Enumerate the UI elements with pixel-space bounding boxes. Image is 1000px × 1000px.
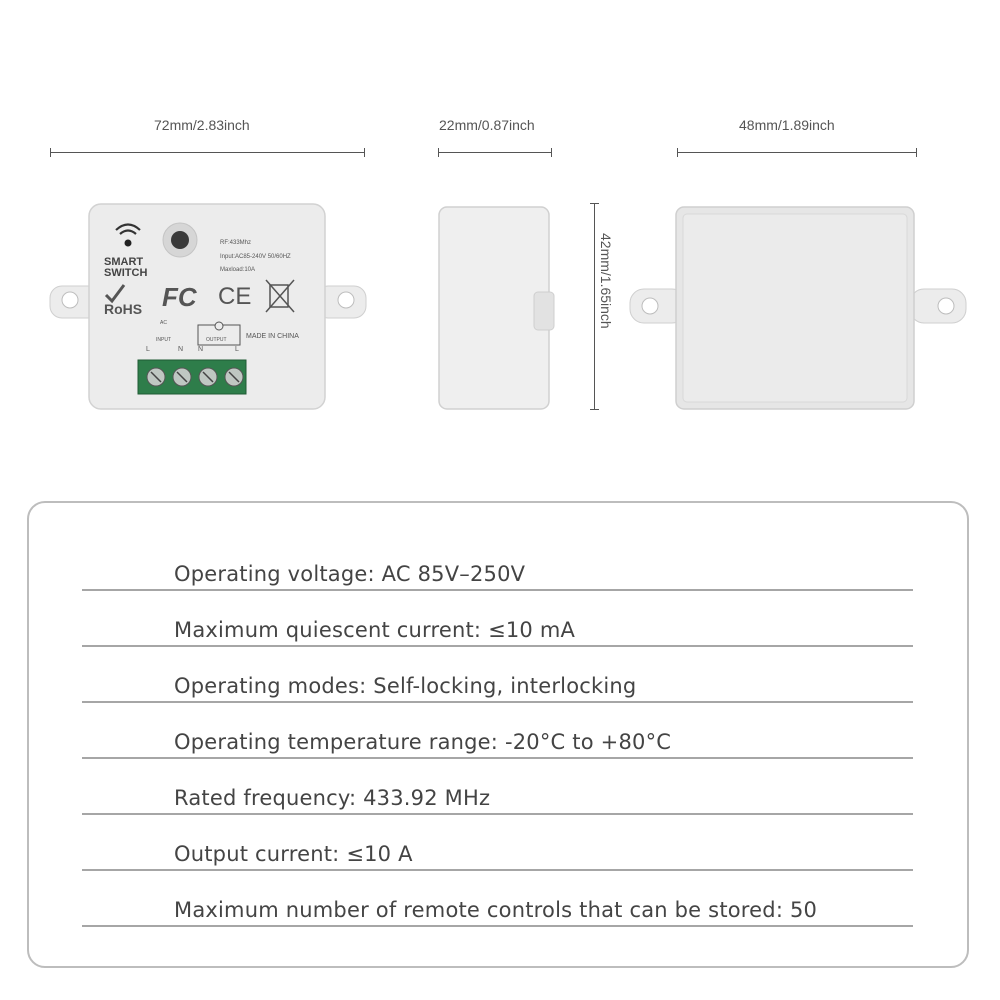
specifications-panel bbox=[27, 501, 969, 968]
terminal-input-label: INPUT bbox=[156, 337, 171, 343]
depth-dimension-label: 22mm/0.87inch bbox=[439, 117, 535, 133]
spec-text: Output current: ≤10 A bbox=[174, 842, 413, 866]
height-dimension-line bbox=[590, 203, 599, 410]
spec-row-operating-voltage: Operating voltage: AC 85V–250V bbox=[82, 533, 913, 591]
terminal-pin-3: N bbox=[198, 346, 204, 353]
spec-text: Maximum number of remote controls that c… bbox=[174, 898, 818, 922]
fc-mark: FC bbox=[162, 282, 197, 312]
brand-label: SMART SWITCH bbox=[104, 257, 147, 279]
terminal-ac-label: AC bbox=[160, 320, 167, 326]
spec-label-rf: RF:433Mhz bbox=[220, 240, 252, 246]
rohs-mark: RoHS bbox=[104, 301, 143, 317]
spec-text: Operating modes: Self-locking, interlock… bbox=[174, 674, 637, 698]
ce-mark: CE bbox=[218, 283, 252, 310]
terminal-output-label: OUTPUT bbox=[206, 337, 227, 343]
switch-side-view bbox=[438, 206, 555, 410]
spec-label-input: Input:AC85-240V 50/60HZ bbox=[220, 254, 291, 260]
spec-text: Maximum quiescent current: ≤10 mA bbox=[174, 618, 576, 642]
terminal-pin-1: L bbox=[146, 346, 150, 353]
made-in-label: MADE IN CHINA bbox=[246, 333, 299, 340]
length-dimension-label: 72mm/2.83inch bbox=[154, 117, 250, 133]
spec-row-operating-modes: Operating modes: Self-locking, interlock… bbox=[82, 645, 913, 703]
terminal-pin-4: L bbox=[235, 346, 239, 353]
spec-row-rated-frequency: Rated frequency: 433.92 MHz bbox=[82, 757, 913, 815]
spec-text: Rated frequency: 433.92 MHz bbox=[174, 786, 491, 810]
spec-row-max-remotes: Maximum number of remote controls that c… bbox=[82, 869, 913, 927]
switch-back-view bbox=[629, 206, 967, 410]
terminal-pin-2: N bbox=[178, 346, 184, 353]
spec-row-output-current: Output current: ≤10 A bbox=[82, 813, 913, 871]
switch-front-body bbox=[49, 203, 367, 410]
spec-row-quiescent-current: Maximum quiescent current: ≤10 mA bbox=[82, 589, 913, 647]
length-dimension-line bbox=[50, 148, 365, 157]
height-dimension-label: 42mm/1.65inch bbox=[598, 233, 614, 329]
depth-dimension-line bbox=[438, 148, 552, 157]
brand-line-1: SMART bbox=[104, 256, 144, 268]
switch-front-view: SMART SWITCH RF:433Mhz Input:AC85-240V 5… bbox=[48, 200, 368, 415]
spec-text: Operating temperature range: -20°C to +8… bbox=[174, 730, 672, 754]
width-dimension-line bbox=[677, 148, 917, 157]
width-dimension-label: 48mm/1.89inch bbox=[739, 117, 835, 133]
spec-row-temperature-range: Operating temperature range: -20°C to +8… bbox=[82, 701, 913, 759]
spec-label-maxload: Maxload:10A bbox=[220, 267, 256, 273]
spec-text: Operating voltage: AC 85V–250V bbox=[174, 562, 526, 586]
brand-line-2: SWITCH bbox=[104, 267, 148, 279]
